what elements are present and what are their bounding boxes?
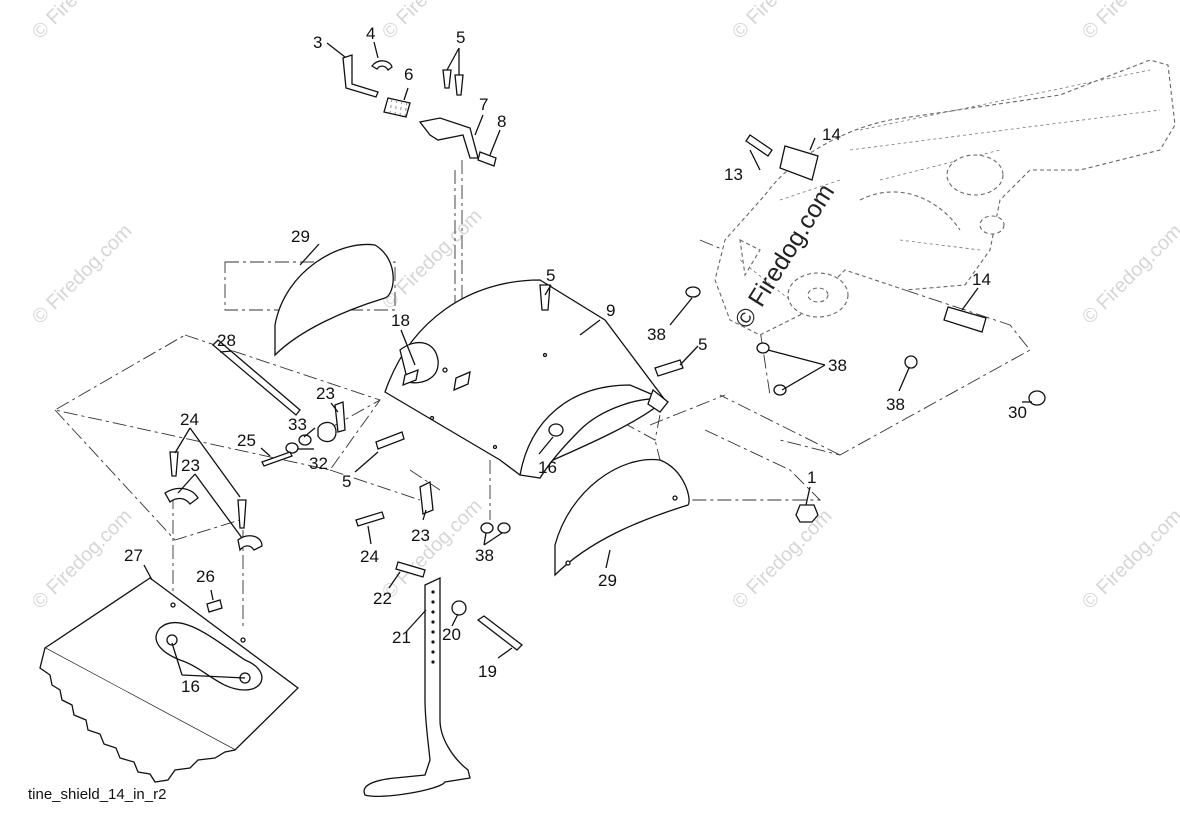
callout-29: 29 xyxy=(291,227,310,246)
watermark: © Firedog.com xyxy=(1078,0,1180,44)
small-parts xyxy=(164,54,1046,651)
callout-9: 9 xyxy=(606,301,615,320)
callout-27: 27 xyxy=(124,546,143,565)
callout-14: 14 xyxy=(822,125,841,144)
part-21-depth-stake xyxy=(363,576,471,797)
callout-7: 7 xyxy=(479,95,488,114)
callout-20: 20 xyxy=(442,625,461,644)
callout-32: 32 xyxy=(309,454,328,473)
callout-5: 5 xyxy=(456,28,465,47)
part-29-upper-shield xyxy=(274,243,394,357)
callout-24: 24 xyxy=(360,547,379,566)
watermark: © Firedog.com xyxy=(728,0,837,44)
callout-14: 14 xyxy=(972,270,991,289)
callout-25: 25 xyxy=(237,431,256,450)
part-27-flap xyxy=(39,577,299,783)
callout-33: 33 xyxy=(288,415,307,434)
callout-5: 5 xyxy=(546,266,555,285)
callout-6: 6 xyxy=(404,65,413,84)
callout-19: 19 xyxy=(478,662,497,681)
callout-3: 3 xyxy=(313,33,322,52)
watermark: © Firedog.com xyxy=(28,220,137,329)
callout-38: 38 xyxy=(475,546,494,565)
watermark: © Firedog.com xyxy=(728,505,837,614)
callout-16: 16 xyxy=(181,677,200,696)
callout-38: 38 xyxy=(647,325,666,344)
callout-30: 30 xyxy=(1008,403,1027,422)
watermark: © Firedog.com xyxy=(1078,505,1180,614)
part-29-lower-shield xyxy=(554,458,690,577)
tiller-transmission xyxy=(714,59,1176,336)
leader-lines xyxy=(143,41,1032,679)
callout-24: 24 xyxy=(180,410,199,429)
callout-18: 18 xyxy=(391,311,410,330)
watermark: © Firedog.com xyxy=(28,0,137,44)
callout-1: 1 xyxy=(807,468,816,487)
callout-5: 5 xyxy=(342,472,351,491)
callout-labels: 1 3 4 5 5 5 5 6 7 8 9 13 14 14 16 16 18 … xyxy=(124,24,1027,696)
callout-38: 38 xyxy=(886,395,905,414)
callout-23: 23 xyxy=(181,456,200,475)
diagram-name: tine_shield_14_in_r2 xyxy=(28,786,167,803)
callout-23: 23 xyxy=(316,384,335,403)
part-9-tine-shield xyxy=(384,279,669,479)
callout-22: 22 xyxy=(373,589,392,608)
callout-16: 16 xyxy=(538,458,557,477)
callout-29: 29 xyxy=(598,571,617,590)
callout-8: 8 xyxy=(497,112,506,131)
watermark: © Firedog.com xyxy=(378,0,487,44)
callout-13: 13 xyxy=(724,165,743,184)
callout-4: 4 xyxy=(366,24,375,43)
callout-38: 38 xyxy=(828,356,847,375)
callout-21: 21 xyxy=(392,628,411,647)
callout-26: 26 xyxy=(196,567,215,586)
watermark: © Firedog.com xyxy=(1078,220,1180,329)
callout-28: 28 xyxy=(217,331,236,350)
callout-23: 23 xyxy=(411,526,430,545)
callout-5: 5 xyxy=(698,335,707,354)
